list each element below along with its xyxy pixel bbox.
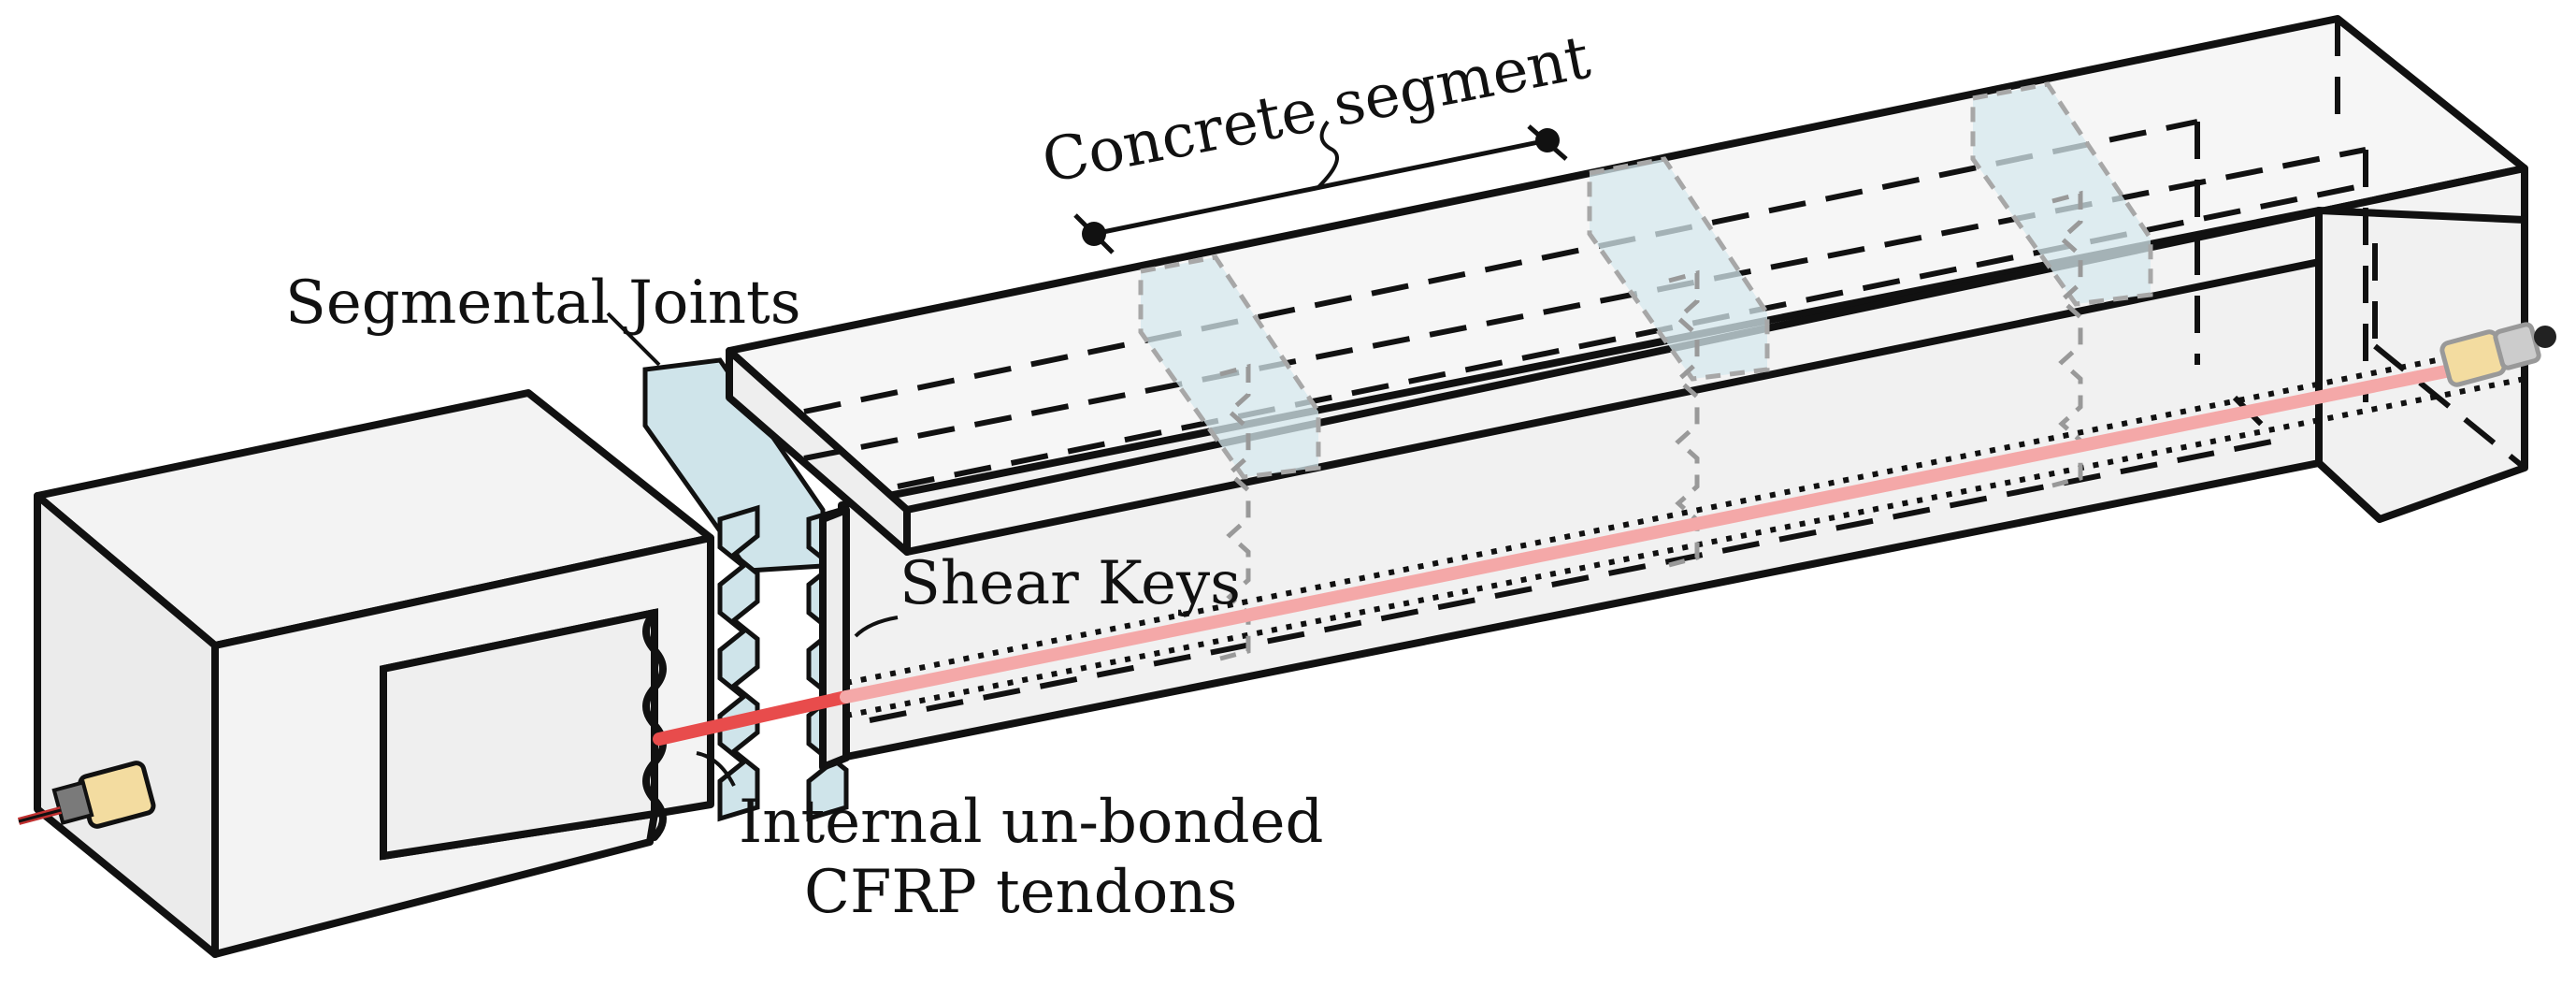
left-anchor-icon [17, 761, 156, 829]
leader-lines [606, 312, 899, 787]
label-tendons-line1: Internal un-bonded [739, 788, 1323, 857]
concrete-segment-dimension [1073, 120, 1568, 254]
hidden-joints [1138, 81, 2153, 661]
label-shear-keys: Shear Keys [899, 549, 1241, 618]
right-anchor-icon [2439, 322, 2556, 387]
cfrp-tendon [653, 358, 2484, 746]
label-tendons-line2: CFRP tendons [804, 858, 1237, 927]
label-segmental-joints: Segmental Joints [285, 268, 801, 338]
left-end-block [34, 389, 714, 958]
label-concrete-segment: Concrete segment [1037, 23, 1596, 197]
